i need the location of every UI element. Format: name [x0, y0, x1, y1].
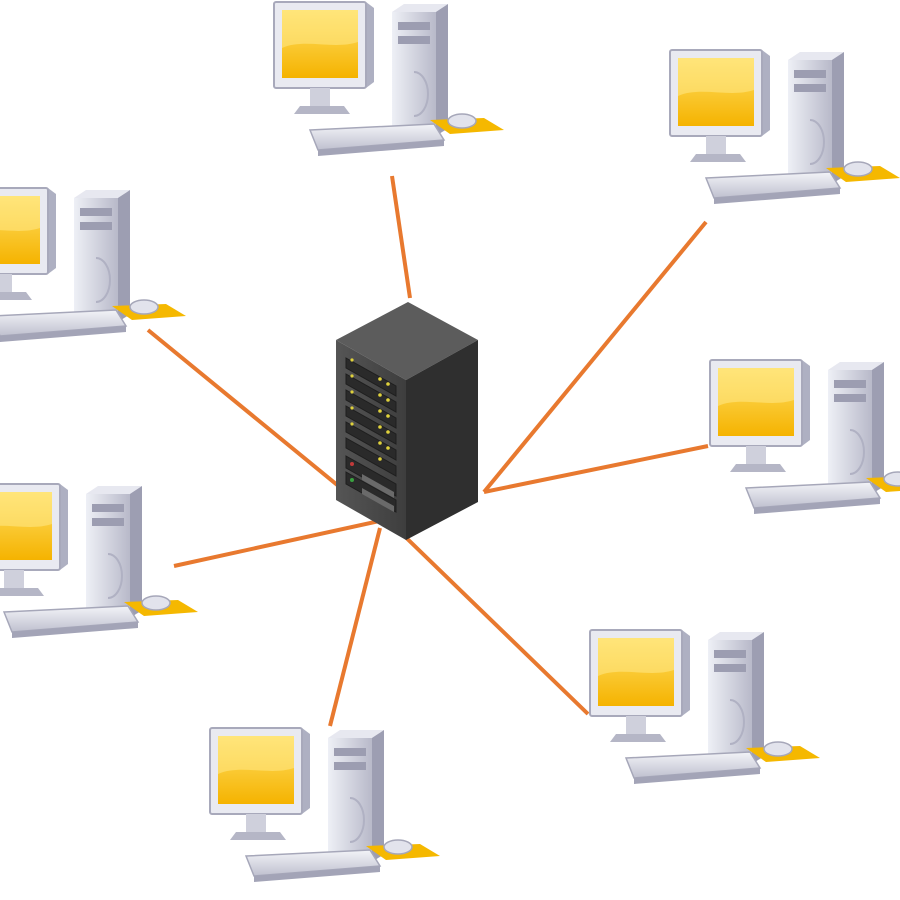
computer-top-right	[669, 49, 900, 205]
computer-left	[0, 483, 199, 639]
link-bottom-right	[390, 522, 590, 716]
link-top-right	[482, 220, 708, 494]
computer-bottom	[209, 727, 441, 883]
computer-top	[273, 1, 505, 157]
computer-bottom-right	[589, 629, 821, 785]
server-status-leds	[350, 358, 390, 461]
link-right	[483, 444, 709, 494]
link-left	[173, 518, 385, 568]
computer-right	[709, 359, 900, 515]
link-bottom	[328, 527, 382, 727]
server-rack-icon	[336, 302, 478, 540]
link-top	[390, 175, 412, 299]
computer-top-left	[0, 187, 187, 343]
